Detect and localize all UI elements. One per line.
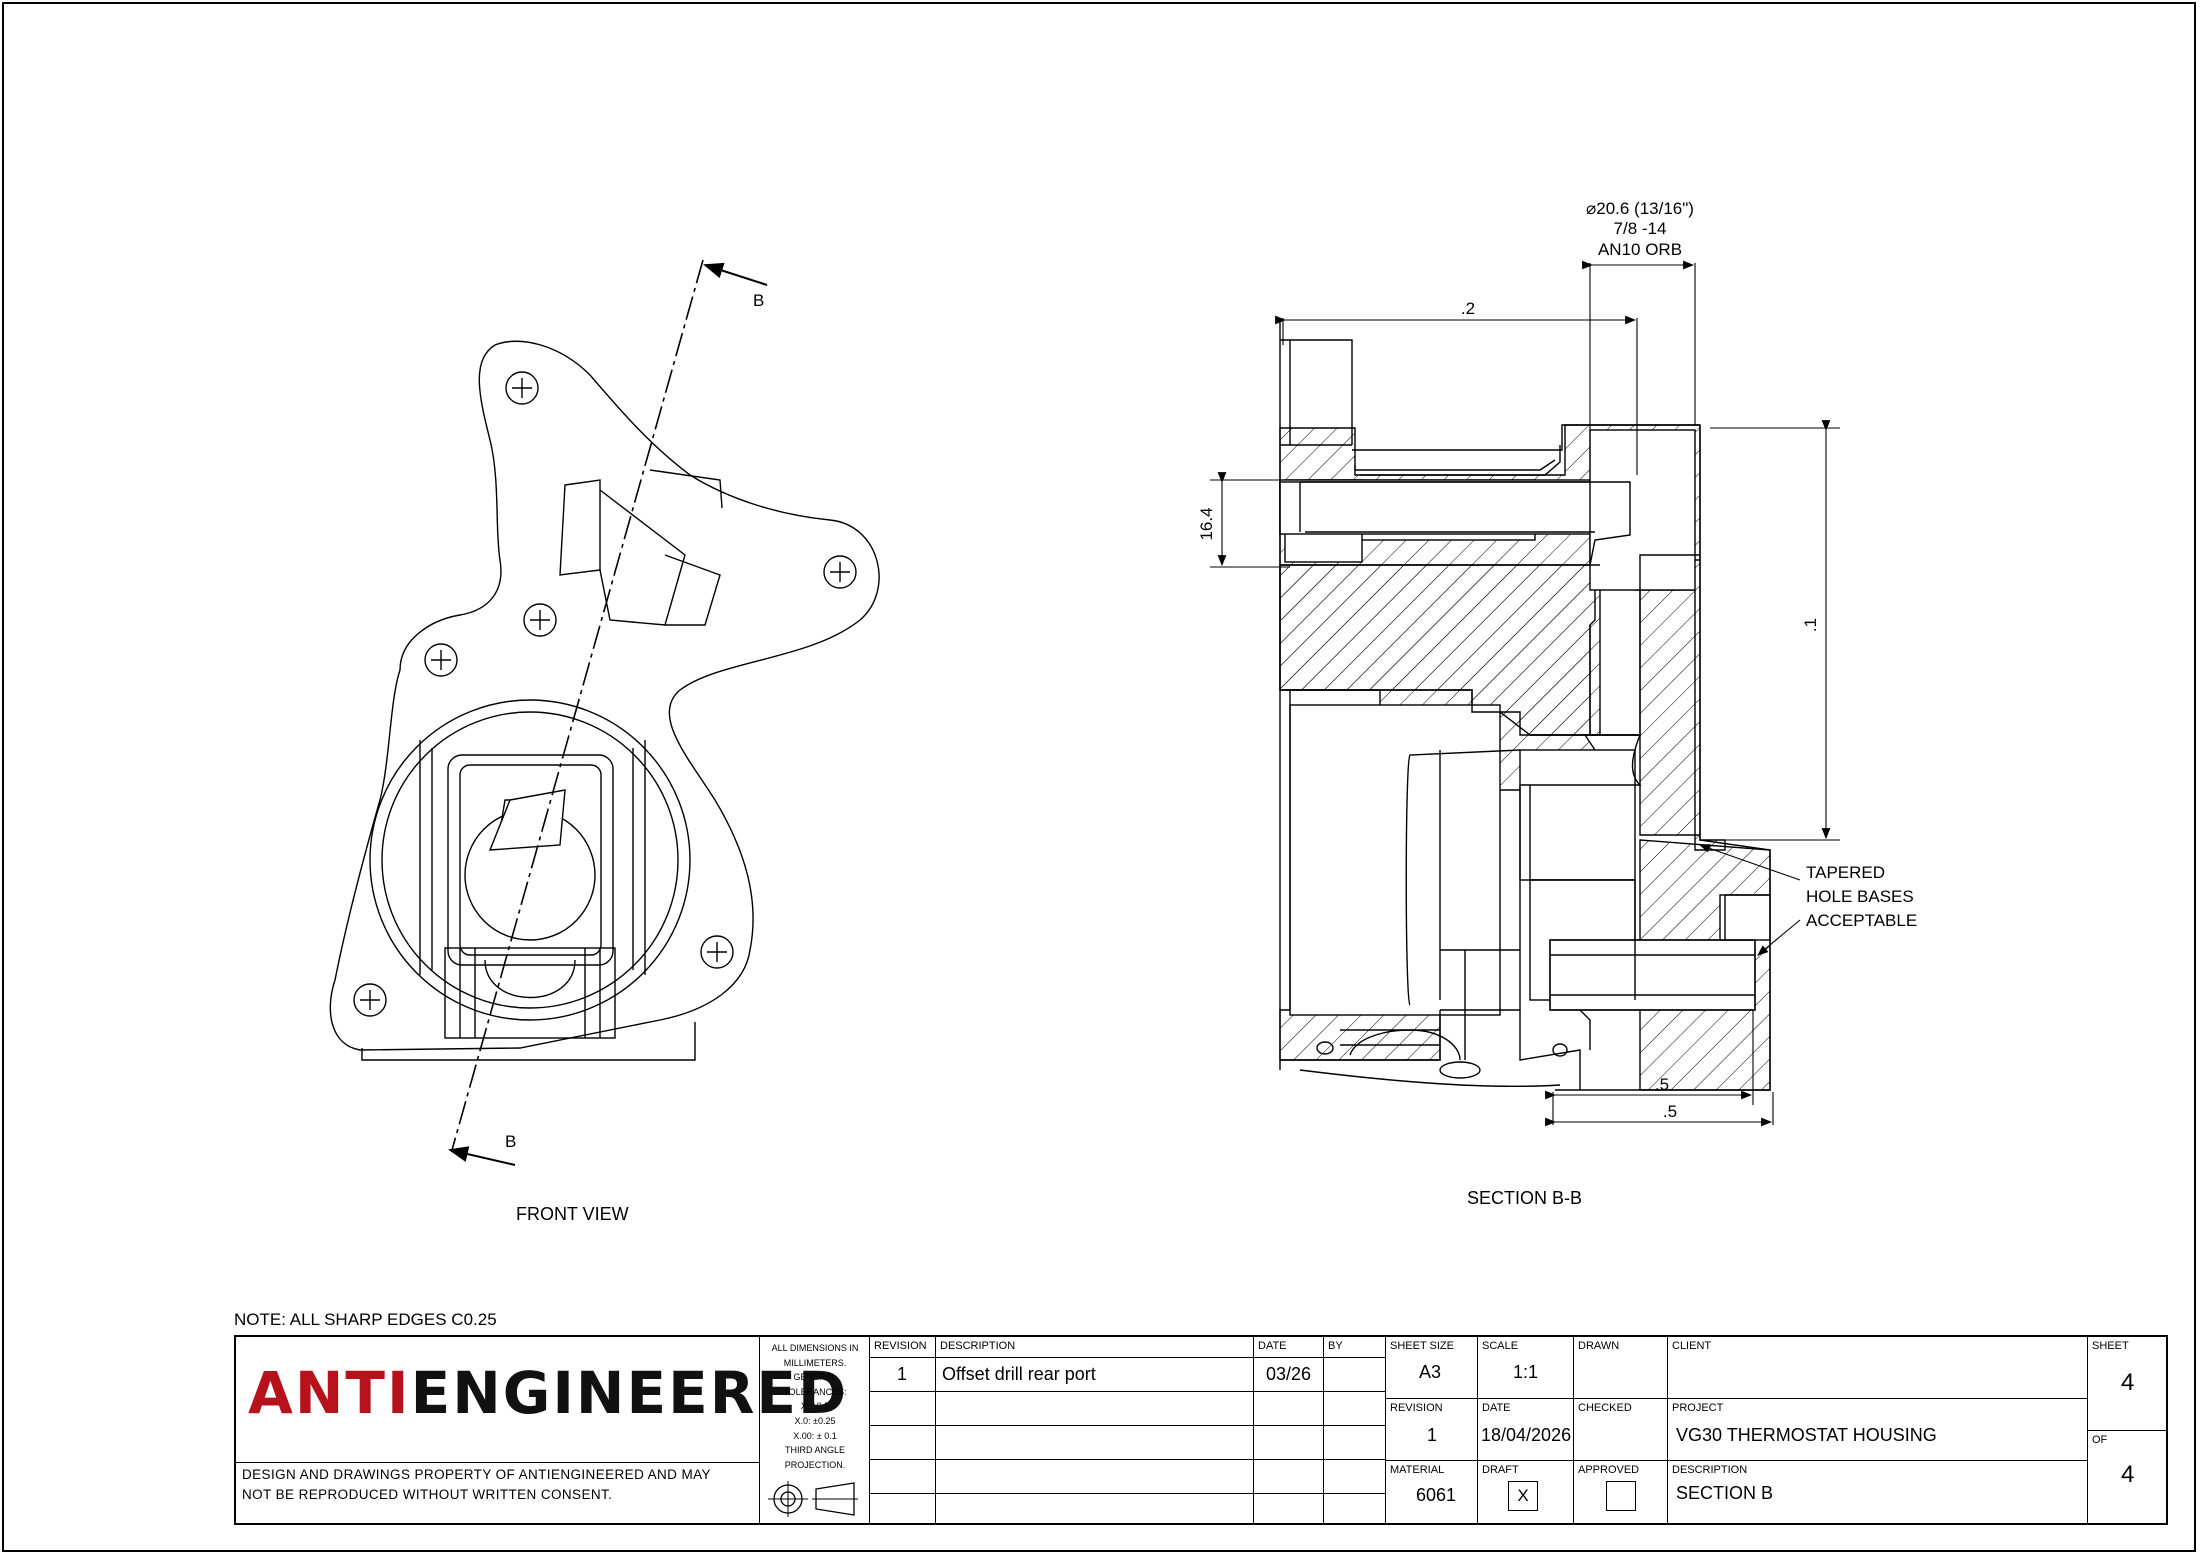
- dim-bore-height-text: 16.4: [1197, 507, 1216, 540]
- section-line: [451, 259, 704, 1151]
- tolerance-line: X.0: ±0.25: [794, 1415, 836, 1426]
- rev-row-description: Offset drill rear port: [942, 1364, 1096, 1384]
- front-bolt-holes: [353, 371, 857, 1017]
- front-flange-outer: [369, 699, 691, 1021]
- draft-checkbox[interactable]: X: [1508, 1481, 1538, 1511]
- scale-label: SCALE: [1482, 1340, 1519, 1352]
- callout-leader-2: [1757, 919, 1801, 956]
- draft-value: X: [1517, 1486, 1529, 1505]
- approved-label: APPROVED: [1578, 1464, 1640, 1476]
- dim-port-dia-text: ⌀20.6 (13/16"): [1586, 199, 1694, 218]
- property-line-2: NOT BE REPRODUCED WITHOUT WRITTEN CONSEN…: [242, 1487, 613, 1502]
- date-col-header: DATE: [1258, 1340, 1287, 1352]
- front-view-label: FRONT VIEW: [516, 1204, 629, 1224]
- front-boss: [559, 479, 601, 576]
- tolerance-line: ALL DIMENSIONS IN: [771, 1343, 859, 1353]
- tolerance-line: PROJECTION.: [784, 1459, 846, 1470]
- front-base: [361, 1022, 696, 1061]
- project-value: VG30 THERMOSTAT HOUSING: [1676, 1425, 1937, 1445]
- dim-bottom-2-text: .5: [1663, 1102, 1677, 1121]
- property-cell: DESIGN AND DRAWINGS PROPERTY OF ANTIENGI…: [236, 1463, 760, 1525]
- tolerance-cell: ALL DIMENSIONS IN MILLIMETERS. GENERAL TOLE…: [760, 1337, 870, 1525]
- draft-label: DRAFT: [1482, 1464, 1519, 1476]
- tolerance-line: TOLERANCES:: [783, 1386, 847, 1397]
- front-lower-block: [444, 947, 616, 1039]
- sheet-size-label: SHEET SIZE: [1390, 1340, 1454, 1352]
- front-pocket: [447, 754, 614, 966]
- section-marker-top: B: [753, 291, 764, 310]
- front-tab: [488, 789, 566, 851]
- description-label: DESCRIPTION: [1672, 1464, 1748, 1476]
- of-label: OF: [2092, 1434, 2108, 1446]
- logo-cell: ANTIENGINEERED: [236, 1337, 846, 1463]
- drawn-label: DRAWN: [1578, 1340, 1620, 1352]
- dim-overall-height-text: .1: [1801, 618, 1820, 632]
- rev-col-header: REVISION: [874, 1340, 927, 1352]
- description-value: SECTION B: [1676, 1483, 1774, 1503]
- projection-symbol-icon: [768, 1481, 858, 1517]
- section-arrow-top: [703, 262, 768, 286]
- approved-checkbox[interactable]: [1606, 1481, 1636, 1511]
- front-outline: [329, 340, 880, 1051]
- sheet-size-value: A3: [1419, 1362, 1442, 1382]
- client-label: CLIENT: [1672, 1340, 1712, 1352]
- front-view: [329, 259, 880, 1166]
- of-value: 4: [2121, 1461, 2135, 1488]
- company-logo: ANTIENGINEERED: [248, 1359, 849, 1427]
- dim-port-thread-text: 7/8 -14: [1614, 219, 1667, 238]
- callout-line-1: TAPERED: [1806, 863, 1885, 882]
- tolerance-line: X: ±0.5: [800, 1401, 830, 1412]
- front-flange-inner: [381, 711, 679, 1009]
- dim-port-type-text: AN10 ORB: [1598, 240, 1682, 259]
- material-label: MATERIAL: [1390, 1464, 1445, 1476]
- upper-bore: [1279, 481, 1636, 535]
- revision-label: REVISION: [1390, 1402, 1443, 1414]
- sheet-label: SHEET: [2092, 1340, 2129, 1352]
- callout-line-2: HOLE BASES: [1806, 887, 1914, 906]
- dim-top-width-text: .2: [1461, 299, 1475, 318]
- callout-line-3: ACCEPTABLE: [1806, 911, 1917, 930]
- dim-bottom-1-text: .5: [1655, 1075, 1669, 1094]
- rev-row-number: 1: [897, 1364, 908, 1384]
- section-arrow-bottom: [448, 1146, 516, 1166]
- lower-bore: [1549, 939, 1756, 1011]
- tolerance-line: THIRD ANGLE: [784, 1445, 845, 1456]
- callout-leader-1: [1698, 844, 1801, 881]
- section-marker-bottom: B: [505, 1132, 516, 1151]
- tolerance-line: X.00: ± 0.1: [793, 1430, 837, 1441]
- tolerance-text: ALL DIMENSIONS IN MILLIMETERS. GENERAL TOLE…: [760, 1341, 870, 1472]
- project-label: PROJECT: [1672, 1402, 1724, 1414]
- tolerance-line: MILLIMETERS.: [783, 1357, 847, 1368]
- desc-col-header: DESCRIPTION: [940, 1340, 1016, 1352]
- material-value: 6061: [1416, 1485, 1457, 1505]
- date-label: DATE: [1482, 1402, 1511, 1414]
- section-dimensions: [1210, 260, 1840, 1127]
- scale-value: 1:1: [1513, 1362, 1539, 1382]
- by-col-header: BY: [1328, 1340, 1343, 1352]
- revision-value: 1: [1427, 1425, 1438, 1445]
- sheet-value: 4: [2121, 1369, 2135, 1396]
- section-view: [1210, 260, 1840, 1127]
- property-line-1: DESIGN AND DRAWINGS PROPERTY OF ANTIENGI…: [242, 1467, 711, 1482]
- section-view-label: SECTION B-B: [1467, 1188, 1583, 1208]
- note-text: NOTE: ALL SHARP EDGES C0.25: [234, 1310, 497, 1329]
- date-value: 18/04/2026: [1481, 1425, 1572, 1445]
- tolerance-line: GENERAL: [793, 1372, 837, 1383]
- rev-row-date: 03/26: [1266, 1364, 1312, 1384]
- title-block: ANTIENGINEERED DESIGN AND DRAWINGS PROPE…: [234, 1335, 2168, 1525]
- checked-label: CHECKED: [1578, 1402, 1632, 1414]
- hatch-bottom-left: [1279, 1009, 1441, 1061]
